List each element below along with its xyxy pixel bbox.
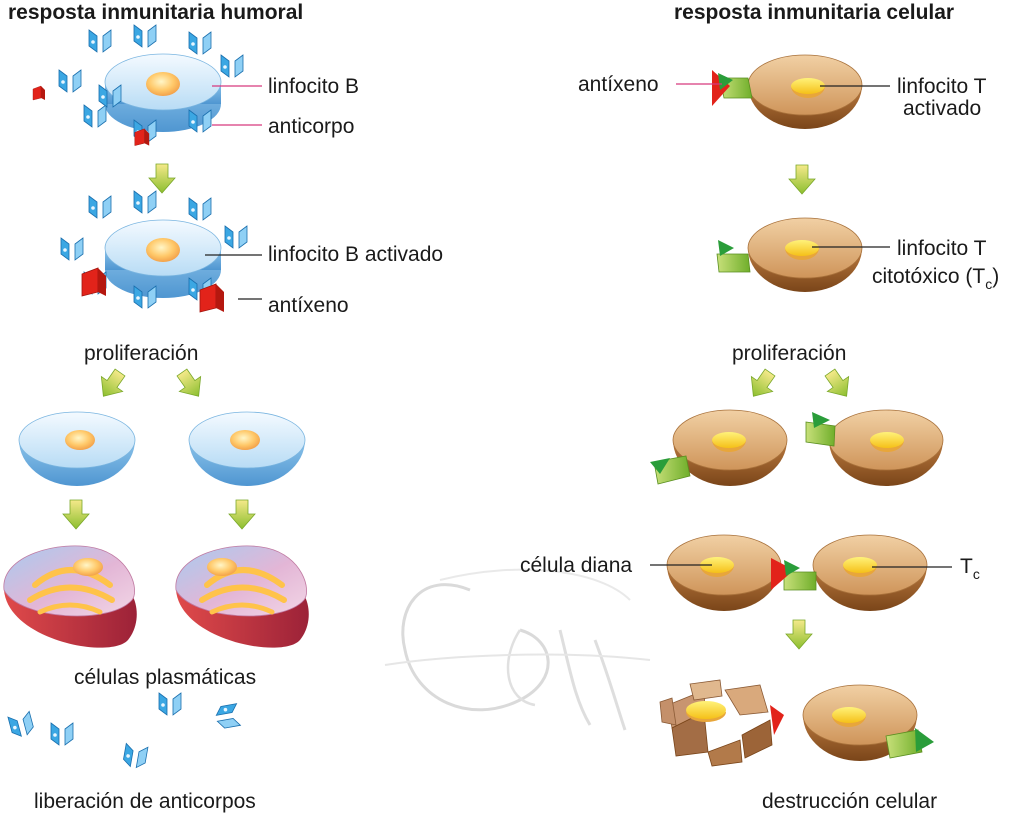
cellular-antigen-label: antíxeno — [578, 73, 659, 96]
arrow-down-icon — [788, 164, 816, 195]
arrow-diagonal-left-icon — [742, 364, 782, 405]
destroyed-cell-fragments — [659, 679, 784, 767]
arrow-down-icon — [228, 499, 256, 530]
b-cell-daughter-left — [18, 411, 136, 486]
tc-daughter-left — [650, 409, 788, 486]
tc-label: Tc — [960, 555, 980, 582]
humoral-antigen-label: antíxeno — [268, 294, 349, 317]
activated-t-label-line1: linfocito T — [897, 75, 987, 98]
humoral-title: resposta inmunitaria humoral — [8, 1, 303, 24]
arrow-diagonal-right-icon — [170, 364, 210, 405]
humoral-proliferation-label: proliferación — [84, 342, 198, 365]
cytotoxic-label-line1: linfocito T — [897, 237, 987, 260]
cell-destruction-label: destrucción celular — [762, 790, 937, 813]
b-lymphocyte-cell — [104, 53, 222, 132]
tc-after-destruction — [802, 684, 934, 761]
antibody-release-label: liberación de anticorpos — [34, 790, 256, 813]
plasma-cell-right — [175, 545, 309, 648]
b-cell-daughter-right — [188, 411, 306, 486]
cytotoxic-label-line2: citotóxico (Tc) — [872, 265, 999, 292]
b-cell-label: linfocito B — [268, 75, 359, 98]
tc-receptor — [716, 240, 751, 273]
activated-b-cell-nucleus — [146, 238, 180, 262]
cytotoxic-t-lymphocyte-cell — [747, 217, 863, 292]
b-cell-nucleus — [146, 72, 180, 96]
activated-b-lymphocyte-cell — [104, 219, 222, 298]
watermark-logo — [384, 568, 651, 731]
arrow-down-icon — [148, 163, 176, 194]
activated-t-lymphocyte-cell — [747, 54, 863, 129]
tc-attacking-cell — [812, 534, 928, 611]
target-cell — [666, 534, 782, 611]
receptor-antigen-binding — [771, 558, 817, 591]
cellular-proliferation-label: proliferación — [732, 342, 846, 365]
released-antibodies — [7, 692, 241, 770]
t-cell-receptor-complex — [712, 70, 753, 106]
arrow-diagonal-right-icon — [818, 364, 858, 405]
arrow-diagonal-left-icon — [92, 364, 132, 405]
arrow-down-icon — [62, 499, 90, 530]
antibody-label: anticorpo — [268, 115, 354, 138]
activated-b-label: linfocito B activado — [268, 243, 443, 266]
arrow-down-icon — [785, 619, 813, 650]
activated-t-label-line2: activado — [903, 97, 981, 120]
tc-daughter-right — [805, 409, 944, 486]
plasma-cells-label: células plasmáticas — [74, 666, 256, 689]
target-cell-label: célula diana — [520, 554, 632, 577]
plasma-cell-left — [3, 545, 137, 648]
cellular-title: resposta inmunitaria celular — [674, 1, 954, 24]
